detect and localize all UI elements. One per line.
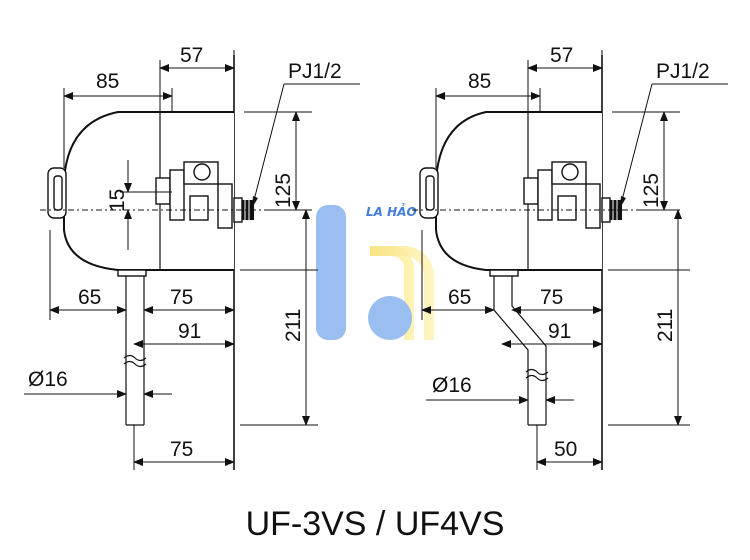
- left-dim-phi16: Ø16: [28, 368, 68, 391]
- right-dim-91: 91: [548, 320, 571, 343]
- left-valve-body: [63, 111, 234, 271]
- left-dim-57: 57: [180, 44, 203, 67]
- left-drawing: 57 85 PJ1/2 125 15 65 75 91 211: [24, 44, 360, 470]
- right-dim-75a: 75: [540, 286, 563, 309]
- model-title: UF-3VS / UF4VS: [246, 505, 505, 543]
- watermark-logo: LA HẢO: [316, 203, 434, 340]
- left-dim-65: 65: [78, 286, 101, 309]
- watermark-text: LA HẢO: [366, 203, 417, 219]
- left-label-pj12: PJ1/2: [288, 60, 342, 83]
- left-dim-15: 15: [106, 189, 129, 212]
- left-dim-125: 125: [272, 173, 295, 208]
- left-dim-211: 211: [282, 309, 305, 342]
- right-label-pj12: PJ1/2: [656, 60, 710, 83]
- right-drawing: 57 85 PJ1/2 125 65 75 91 211 Ø16: [412, 44, 728, 470]
- right-dim-50: 50: [554, 438, 577, 461]
- right-dim-65: 65: [448, 286, 471, 309]
- right-valve-body: [435, 111, 602, 271]
- right-dim-125: 125: [640, 173, 663, 208]
- right-dim-57: 57: [550, 44, 573, 67]
- left-dim-75a: 75: [170, 286, 193, 309]
- left-dim-75b: 75: [170, 438, 193, 461]
- right-dim-85: 85: [468, 70, 491, 93]
- left-dim-85: 85: [96, 70, 119, 93]
- right-dim-phi16: Ø16: [432, 374, 472, 397]
- left-dim-91: 91: [178, 320, 201, 343]
- right-dim-211: 211: [654, 309, 677, 342]
